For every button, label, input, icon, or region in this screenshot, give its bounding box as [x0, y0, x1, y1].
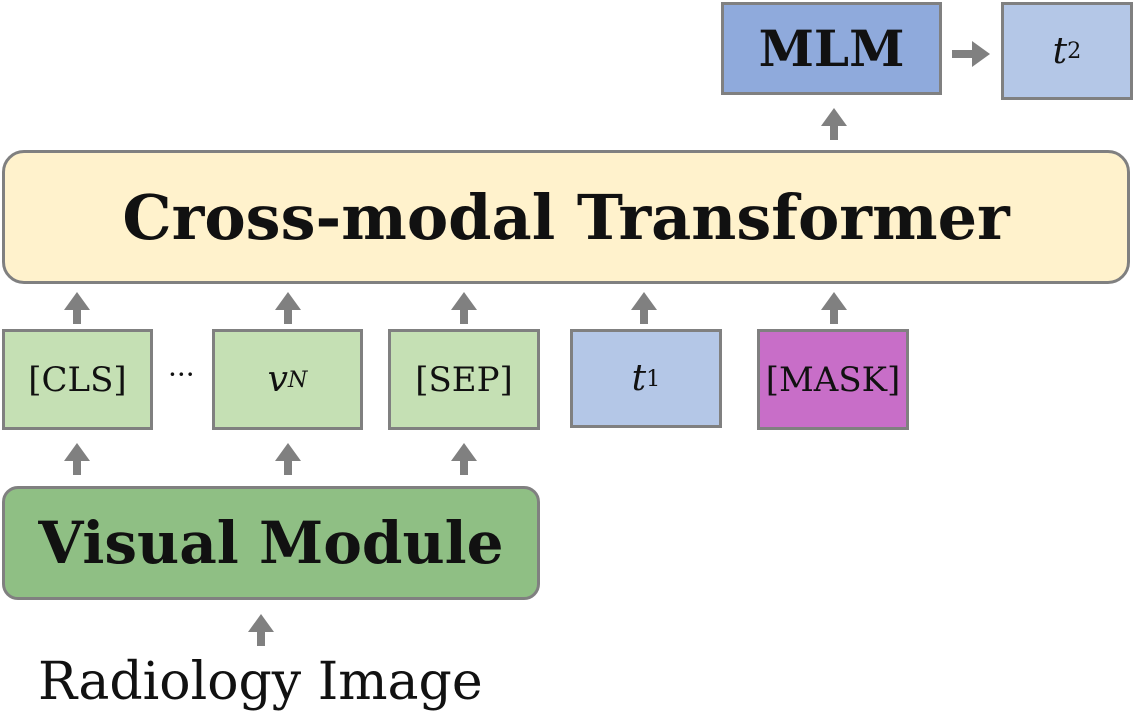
- arrow-sep-to-transformer: [451, 292, 477, 324]
- token-t1-symbol: t: [631, 358, 647, 399]
- token-t1-subscript: 1: [646, 365, 661, 392]
- input-caption: Radiology Image: [38, 652, 483, 712]
- token-cls: [CLS]: [2, 329, 153, 430]
- arrow-visual-to-vn: [275, 443, 301, 475]
- arrow-vn-to-transformer: [275, 292, 301, 324]
- token-mask-label: [MASK]: [765, 359, 901, 400]
- transformer-label: Cross-modal Transformer: [122, 180, 1010, 254]
- arrow-cls-to-transformer: [64, 292, 90, 324]
- arrow-visual-to-cls: [64, 443, 90, 475]
- token-sep: [SEP]: [388, 329, 540, 430]
- visual-module-label: Visual Module: [38, 509, 504, 577]
- arrow-transformer-to-mlm: [821, 108, 847, 140]
- mlm-label: MLM: [758, 19, 905, 78]
- arrow-image-to-visual: [248, 614, 274, 646]
- token-vn-symbol: v: [267, 359, 288, 400]
- token-cls-label: [CLS]: [28, 359, 127, 400]
- token-sep-label: [SEP]: [415, 359, 513, 400]
- visual-module: Visual Module: [2, 486, 540, 600]
- token-vn-subscript: N: [287, 366, 308, 393]
- token-mask: [MASK]: [757, 329, 909, 430]
- arrow-visual-to-sep: [451, 443, 477, 475]
- arrow-mlm-to-t2: [952, 41, 990, 67]
- mlm-box: MLM: [721, 2, 942, 95]
- t2-symbol: t: [1052, 30, 1068, 72]
- arrow-mask-to-transformer: [821, 292, 847, 324]
- t2-subscript: 2: [1067, 38, 1082, 64]
- arrow-t1-to-transformer: [631, 292, 657, 324]
- ellipsis: ···: [168, 358, 195, 391]
- cross-modal-transformer: Cross-modal Transformer: [2, 150, 1130, 284]
